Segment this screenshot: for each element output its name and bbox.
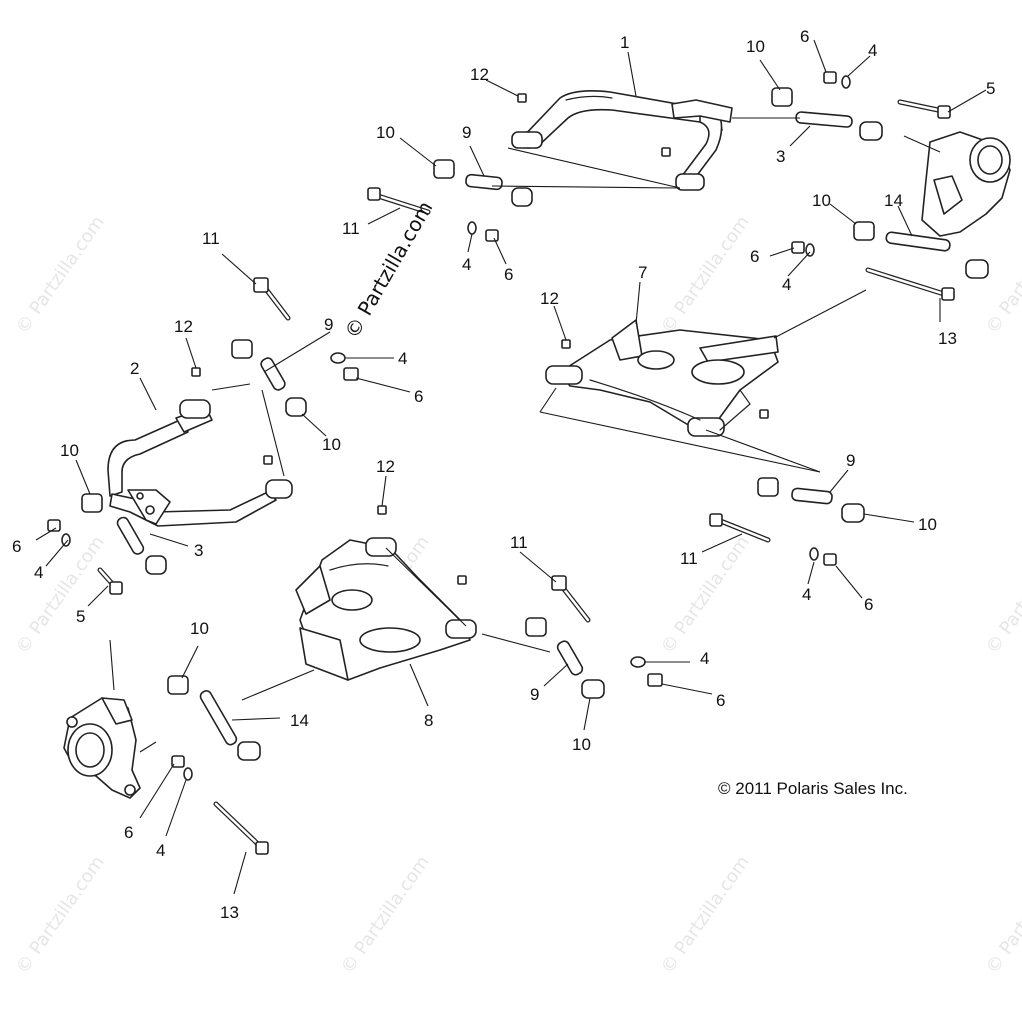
watermark: © Partzilla.com: [12, 852, 109, 978]
callout-4: 4: [782, 275, 791, 294]
pivot-tubes: [116, 111, 951, 746]
callout-5: 5: [986, 79, 995, 98]
callout-11: 11: [342, 219, 360, 238]
callout-3: 3: [194, 541, 203, 560]
callout-5: 5: [76, 607, 85, 626]
callout-10: 10: [918, 515, 937, 534]
callout-1: 1: [620, 33, 629, 52]
callout-14: 14: [290, 711, 309, 730]
callout-6: 6: [716, 691, 725, 710]
callout-13: 13: [220, 903, 239, 922]
callout-9: 9: [462, 123, 471, 142]
bushings: [81, 87, 989, 761]
callout-8: 8: [424, 711, 433, 730]
callout-12: 12: [376, 457, 395, 476]
callout-6: 6: [504, 265, 513, 284]
callout-4: 4: [868, 41, 877, 60]
leader-lines: [35, 39, 987, 895]
callout-6: 6: [124, 823, 133, 842]
upper-control-arm-right[interactable]: [545, 319, 779, 437]
callout-14: 14: [884, 191, 903, 210]
callout-4: 4: [34, 563, 43, 582]
watermark: © Partzilla.com: [982, 852, 1022, 978]
callout-9: 9: [324, 315, 333, 334]
callout-10: 10: [376, 123, 395, 142]
watermark: © Partzilla.com: [657, 212, 754, 338]
watermark: © Partzilla.com: [337, 852, 434, 978]
callout-6: 6: [414, 387, 423, 406]
callout-6: 6: [12, 537, 21, 556]
callout-9: 9: [846, 451, 855, 470]
callout-10: 10: [572, 735, 591, 754]
callout-2: 2: [130, 359, 139, 378]
copyright-notice: © 2011 Polaris Sales Inc.: [718, 779, 908, 798]
callout-3: 3: [776, 147, 785, 166]
bolts: [97, 99, 955, 855]
callout-6: 6: [750, 247, 759, 266]
callout-10: 10: [322, 435, 341, 454]
callout-10: 10: [60, 441, 79, 460]
watermark: © Partzilla.com: [12, 532, 109, 658]
wheel-hub-knuckle-right[interactable]: [921, 131, 1011, 237]
watermark: © Partzilla.com: [982, 532, 1022, 658]
callout-4: 4: [156, 841, 165, 860]
callout-10: 10: [190, 619, 209, 638]
callout-12: 12: [174, 317, 193, 336]
callout-9: 9: [530, 685, 539, 704]
callout-4: 4: [700, 649, 709, 668]
fasteners: [47, 71, 851, 781]
callout-12: 12: [470, 65, 489, 84]
callout-4: 4: [462, 255, 471, 274]
callout-6: 6: [800, 27, 809, 46]
callout-10: 10: [746, 37, 765, 56]
upper-a-arm-right[interactable]: [511, 90, 733, 191]
lower-control-arm-center[interactable]: [295, 537, 477, 681]
callout-10: 10: [812, 191, 831, 210]
watermark: © Partzilla.com: [12, 212, 109, 338]
callout-7: 7: [638, 263, 647, 282]
callout-6: 6: [864, 595, 873, 614]
lower-a-arm-left[interactable]: [107, 399, 293, 527]
wheel-hub-knuckle-left[interactable]: [63, 697, 141, 799]
watermark: © Partzilla.com: [657, 852, 754, 978]
callout-labels: 1 10 6 4 5 3 12 10 9 11 4 6 10 14 6 4 13…: [12, 27, 995, 922]
callout-11: 11: [680, 549, 698, 568]
callout-11: 11: [202, 229, 220, 248]
callout-13: 13: [938, 329, 957, 348]
callout-11: 11: [510, 533, 528, 552]
callout-4: 4: [398, 349, 407, 368]
callout-12: 12: [540, 289, 559, 308]
callout-4: 4: [802, 585, 811, 604]
